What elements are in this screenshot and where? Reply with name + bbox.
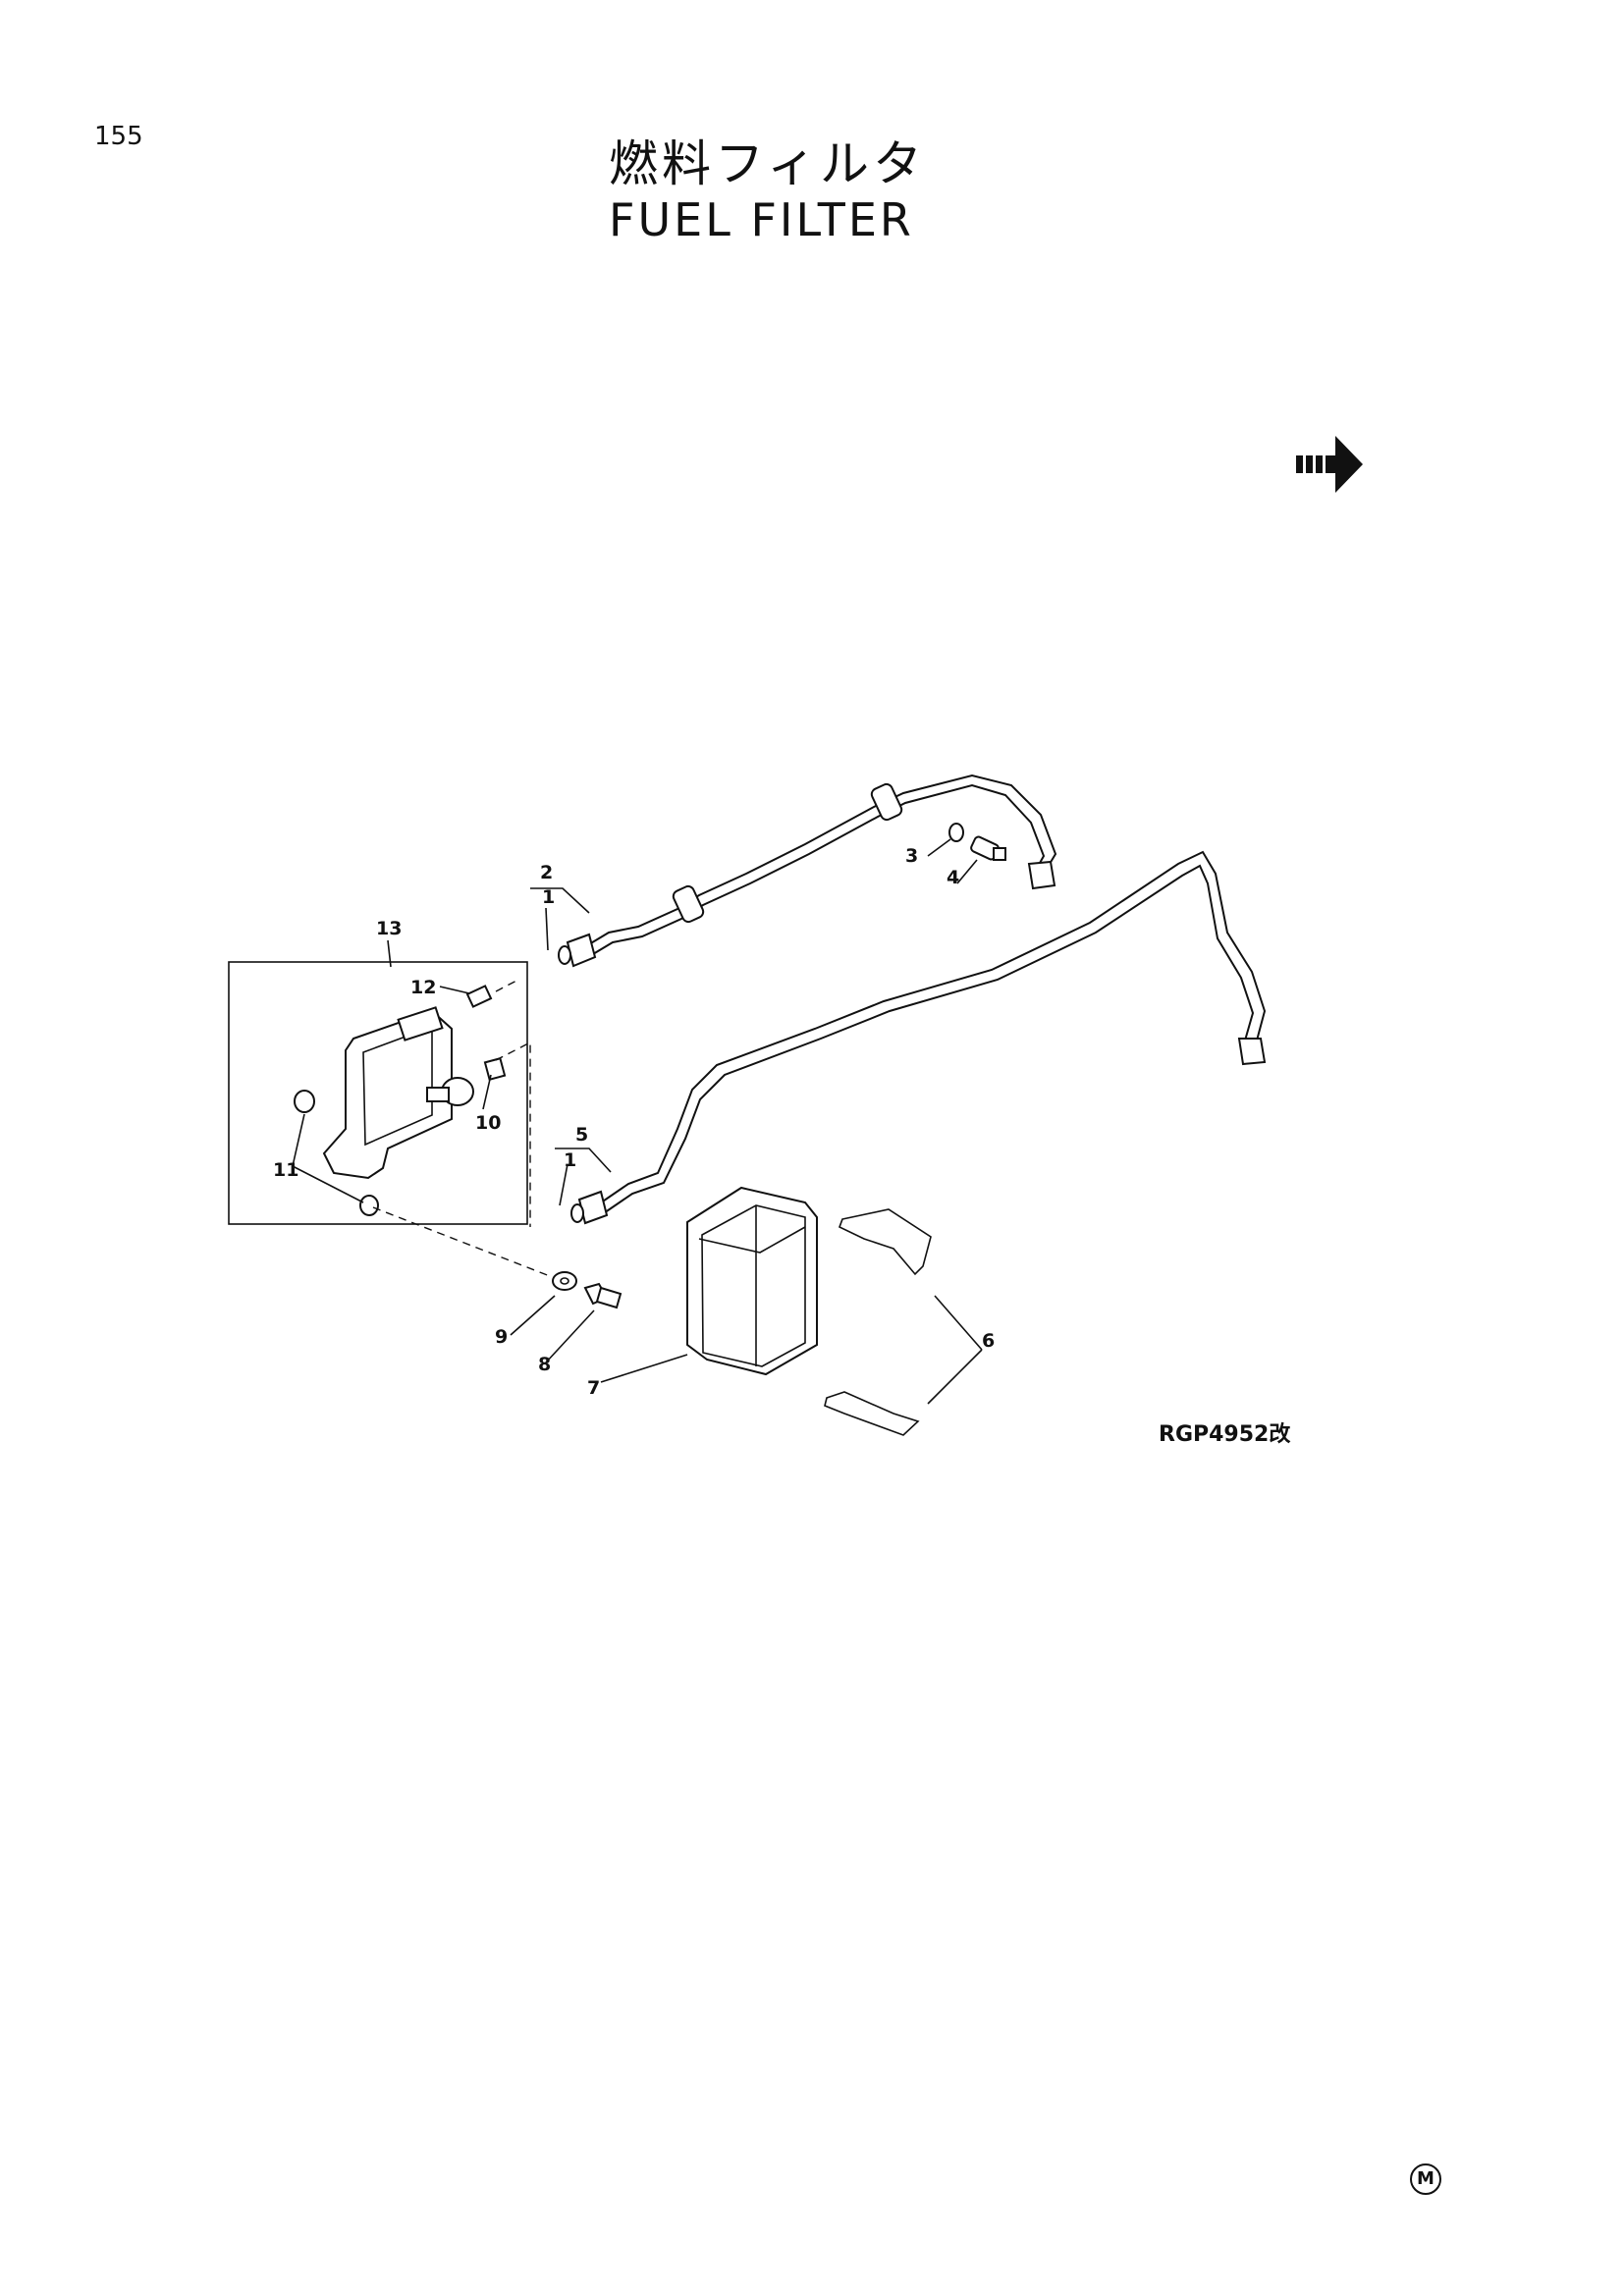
label-part-10: 10 <box>475 1112 501 1134</box>
bracket-assembly <box>228 961 551 1277</box>
label-part-9: 9 <box>495 1326 508 1348</box>
title-english: FUEL FILTER <box>609 193 914 246</box>
label-part-2: 2 <box>540 862 553 883</box>
label-part-5: 5 <box>575 1124 588 1146</box>
label-part-6: 6 <box>982 1330 995 1352</box>
label-part-4: 4 <box>947 867 959 888</box>
drawing-code: RGP4952改 <box>1159 1422 1291 1447</box>
bolt-washer <box>552 1271 623 1309</box>
page-number: 155 <box>94 122 143 151</box>
label-part-12: 12 <box>410 977 436 998</box>
label-part-13: 13 <box>376 918 402 939</box>
label-part-1-lower: 1 <box>564 1149 576 1171</box>
fittings-3-4 <box>948 823 1006 861</box>
upper-fuel-pipe <box>558 774 1057 968</box>
title-japanese: 燃料フィルタ <box>609 135 926 192</box>
label-part-7: 7 <box>587 1377 600 1399</box>
page-title: 燃料フィルタ FUEL FILTER <box>609 135 926 247</box>
label-part-1-upper: 1 <box>542 886 555 908</box>
lower-fuel-pipe <box>570 850 1267 1225</box>
label-part-11: 11 <box>273 1159 298 1181</box>
label-part-3: 3 <box>905 845 918 867</box>
maker-mark-icon: M <box>1410 2163 1441 2195</box>
filter-element <box>686 1186 818 1376</box>
leader-lines <box>292 838 983 1405</box>
label-part-8: 8 <box>538 1354 551 1375</box>
retainer-clips <box>824 1208 932 1436</box>
continue-arrow-icon <box>1288 432 1367 505</box>
